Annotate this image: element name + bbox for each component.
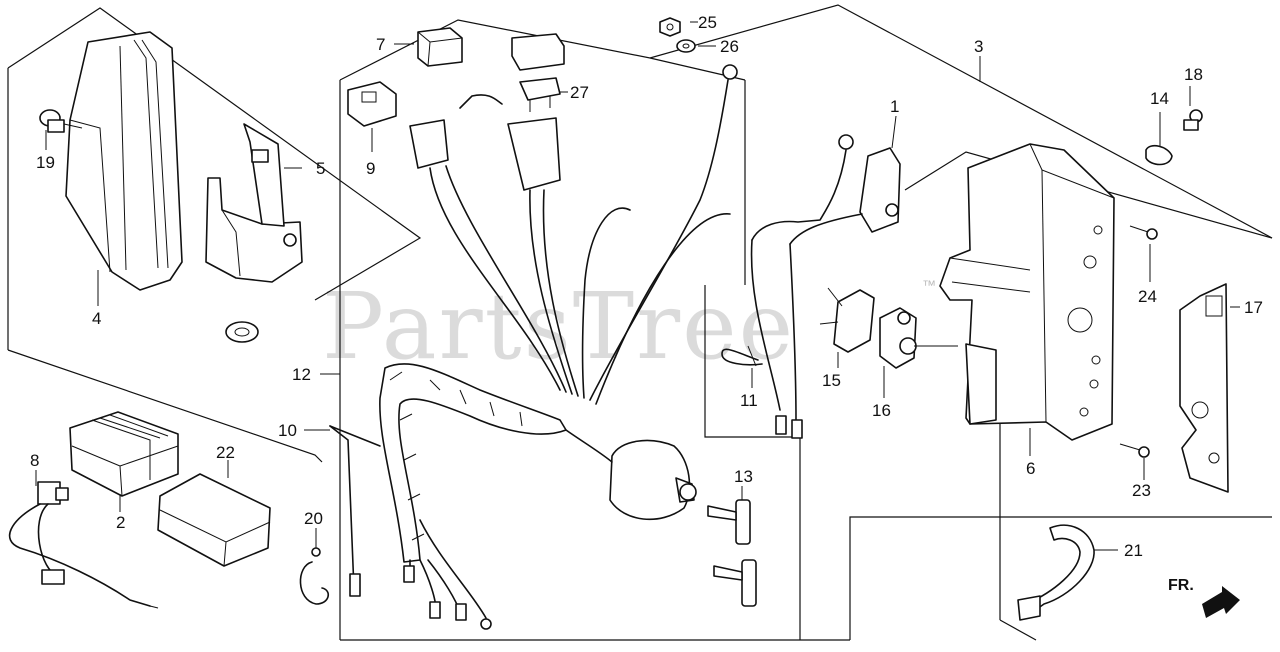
callout-10[interactable]: 10 [278,421,297,440]
callout-13[interactable]: 13 [734,467,753,486]
part-10-lead[interactable] [329,425,381,597]
part-2-regulator[interactable] [69,411,179,497]
part-7-relay[interactable] [417,27,463,67]
part-8-connector[interactable] [8,481,159,609]
callout-19[interactable]: 19 [36,153,55,172]
callout-18[interactable]: 18 [1184,65,1203,84]
callout-24[interactable]: 24 [1138,287,1157,306]
part-14-clip[interactable] [1145,144,1173,166]
callout-5[interactable]: 5 [316,159,325,178]
part-20-clip[interactable] [299,547,329,605]
callout-16[interactable]: 16 [872,401,891,420]
part-21-strap[interactable] [1017,524,1095,621]
callout-26[interactable]: 26 [720,37,739,56]
part-13-keys[interactable] [707,499,757,607]
leader-lines [35,21,1240,551]
callout-27[interactable]: 27 [570,83,589,102]
part-1-switch[interactable] [750,134,901,439]
part-25-nut[interactable] [659,17,681,37]
part-5-bracket[interactable] [205,123,303,283]
part-9-coupler[interactable] [347,81,397,127]
callout-25[interactable]: 25 [698,13,717,32]
callout-7[interactable]: 7 [376,35,385,54]
part-17-gasket[interactable] [1179,283,1229,493]
callout-4[interactable]: 4 [92,309,101,328]
part-grommet[interactable] [225,321,259,343]
callout-21[interactable]: 21 [1124,541,1143,560]
callout-22[interactable]: 22 [216,443,235,462]
callout-14[interactable]: 14 [1150,89,1169,108]
callout-numbers: 1 2 3 4 5 6 7 8 9 10 11 12 13 14 15 16 1… [30,13,1263,560]
callout-20[interactable]: 20 [304,509,323,528]
callout-15[interactable]: 15 [822,371,841,390]
callout-11[interactable]: 11 [740,391,758,410]
callout-23[interactable]: 23 [1132,481,1151,500]
part-fuse-cover[interactable] [511,33,565,71]
direction-label: FR. [1168,577,1194,594]
part-19-bolt[interactable] [39,109,83,133]
part-24-screw[interactable] [1129,225,1158,240]
callout-1[interactable]: 1 [890,97,899,116]
callout-6[interactable]: 6 [1026,459,1035,478]
callout-8[interactable]: 8 [30,451,39,470]
part-23-screw[interactable] [1119,443,1150,458]
part-22-pad[interactable] [157,473,271,567]
watermark-trademark: ™ [922,277,936,293]
part-18-bolt[interactable] [1183,109,1203,131]
callout-2[interactable]: 2 [116,513,125,532]
part-4-cover[interactable] [65,31,183,291]
part-15-switch[interactable] [819,287,875,353]
callout-12[interactable]: 12 [292,365,311,384]
callout-9[interactable]: 9 [366,159,375,178]
part-16-switch[interactable] [879,307,958,369]
callout-17[interactable]: 17 [1244,298,1263,317]
callout-3[interactable]: 3 [974,37,983,56]
part-12-harness[interactable] [379,64,738,630]
part-27-fuse[interactable] [519,77,561,112]
front-direction-arrow: FR. [1168,577,1240,618]
part-11-clip[interactable] [721,345,763,367]
part-6-panel[interactable] [939,143,1115,441]
part-26-washer[interactable] [676,39,696,53]
